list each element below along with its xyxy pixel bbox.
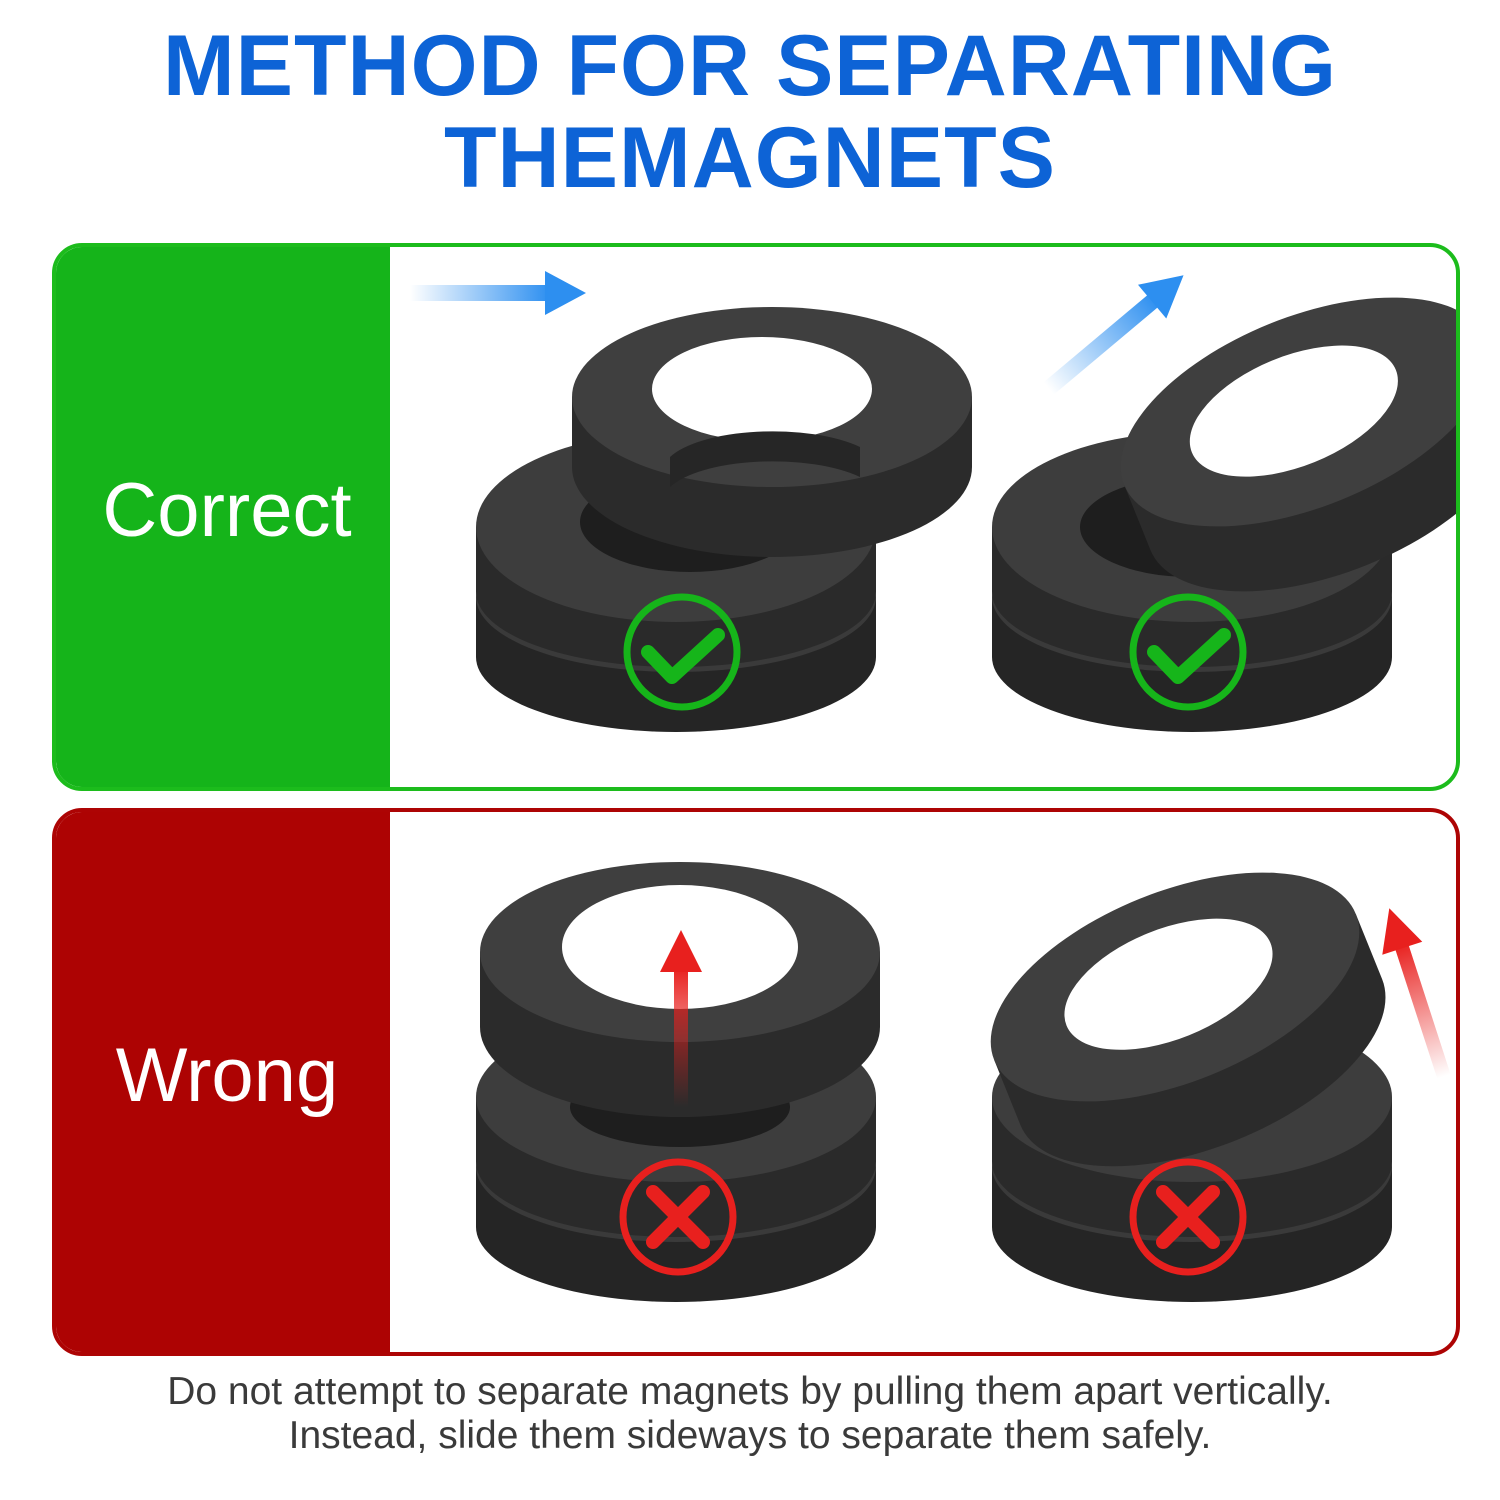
footer-line-2: Instead, slide them sideways to separate… bbox=[288, 1414, 1212, 1457]
wrong-scene bbox=[390, 812, 1456, 1352]
ring-magnet-icon bbox=[476, 307, 972, 732]
ring-magnet-icon bbox=[990, 872, 1392, 1302]
x-circle-icon bbox=[619, 1158, 737, 1276]
wrong-panel: Wrong bbox=[52, 808, 1460, 1356]
page-title: METHOD FOR SEPARATING THEMAGNETS bbox=[0, 20, 1500, 204]
correct-label: Correct bbox=[102, 467, 352, 553]
red-arrow-icon bbox=[1382, 908, 1451, 1079]
x-circle-icon bbox=[1129, 1158, 1247, 1276]
blue-arrow-icon bbox=[410, 271, 586, 315]
footer-line-1: Do not attempt to separate magnets by pu… bbox=[167, 1370, 1333, 1413]
check-circle-icon bbox=[1129, 593, 1247, 711]
blue-arrow-icon bbox=[1043, 275, 1184, 395]
wrong-label-block: Wrong bbox=[56, 812, 390, 1352]
ring-magnet-icon bbox=[992, 297, 1456, 732]
title-line-2: THEMAGNETS bbox=[444, 110, 1056, 206]
check-circle-icon bbox=[623, 593, 741, 711]
footer-note: Do not attempt to separate magnets by pu… bbox=[0, 1370, 1500, 1458]
correct-panel: Correct bbox=[52, 243, 1460, 791]
title-line-1: METHOD FOR SEPARATING bbox=[162, 18, 1338, 114]
correct-label-block: Correct bbox=[56, 247, 390, 787]
correct-scene bbox=[390, 247, 1456, 787]
wrong-label: Wrong bbox=[115, 1032, 339, 1118]
red-arrow-icon bbox=[660, 930, 702, 1107]
